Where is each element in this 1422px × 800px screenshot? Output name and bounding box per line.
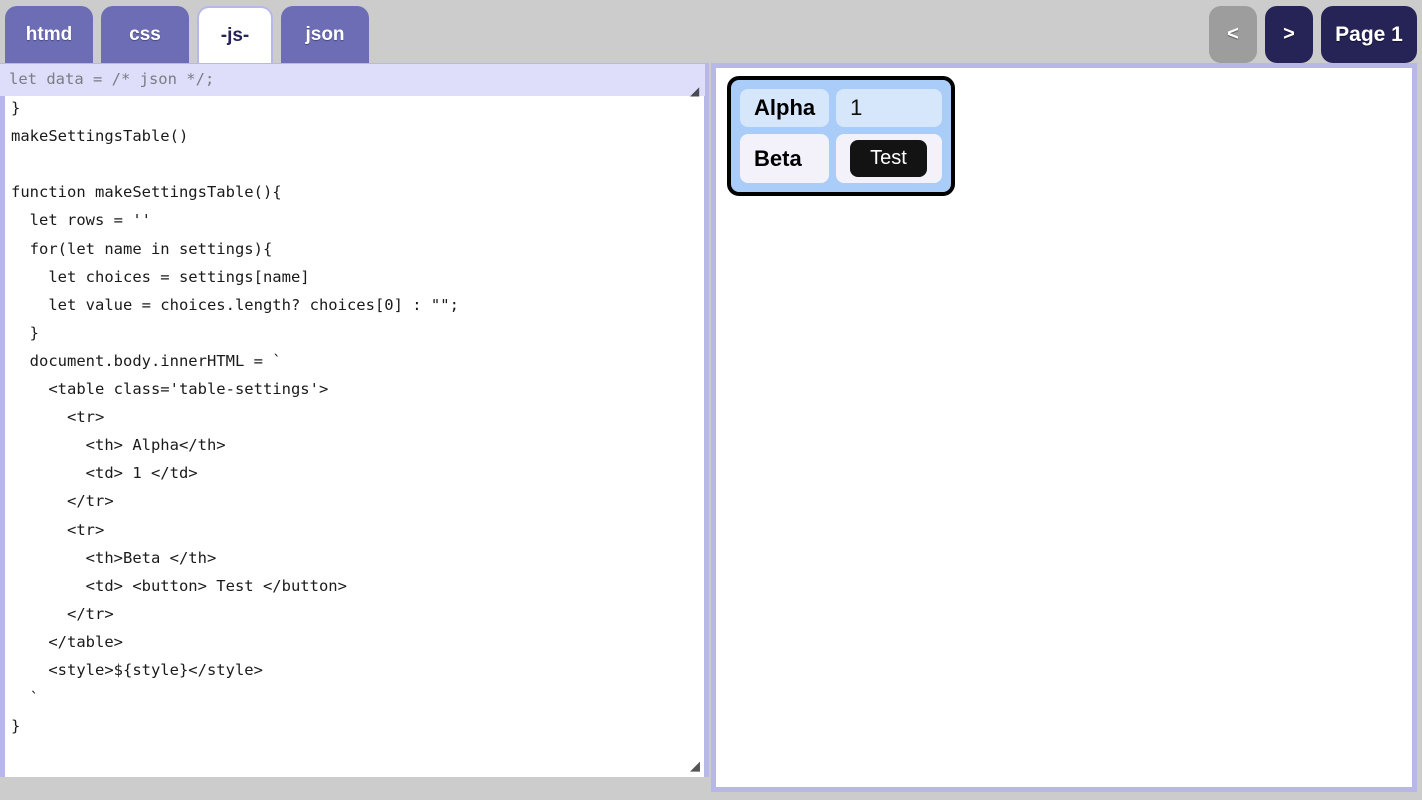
tab-css-label: css bbox=[129, 23, 161, 45]
code-editor-resize-grip[interactable]: ◢ bbox=[690, 759, 700, 774]
code-editor-text[interactable]: 'beta' : words('a b c d e') } makeSettin… bbox=[11, 71, 459, 736]
tab-json[interactable]: json bbox=[281, 6, 369, 63]
setting-value-alpha-text: 1 bbox=[850, 95, 863, 120]
tab-js-label: -js- bbox=[220, 24, 250, 46]
page-indicator-label: Page 1 bbox=[1335, 22, 1403, 46]
test-button[interactable]: Test bbox=[850, 140, 927, 177]
page-indicator-button[interactable]: Page 1 bbox=[1321, 6, 1417, 63]
table-row: Alpha 1 bbox=[740, 89, 943, 127]
table-row: Beta Test bbox=[740, 134, 943, 183]
tab-css[interactable]: css bbox=[101, 6, 189, 63]
tab-htmd[interactable]: htmd bbox=[5, 6, 93, 63]
code-editor-pane[interactable]: 'beta' : words('a b c d e') } makeSettin… bbox=[0, 63, 709, 777]
header-input-resize-grip[interactable]: ◢ bbox=[690, 84, 700, 98]
tab-json-label: json bbox=[305, 23, 345, 45]
chevron-right-icon: > bbox=[1283, 23, 1295, 45]
tab-js[interactable]: -js- bbox=[197, 6, 273, 63]
previous-page-button[interactable]: < bbox=[1209, 6, 1257, 63]
preview-pane: Alpha 1 Beta Test bbox=[711, 63, 1417, 792]
tab-htmd-label: htmd bbox=[25, 23, 73, 45]
setting-value-alpha: 1 bbox=[836, 89, 943, 127]
settings-table: Alpha 1 Beta Test bbox=[727, 76, 956, 196]
code-header-input[interactable] bbox=[0, 63, 705, 96]
chevron-left-icon: < bbox=[1227, 23, 1239, 45]
tab-bar: htmd css -js- json < > Page 1 bbox=[0, 0, 1422, 64]
setting-name-alpha: Alpha bbox=[740, 89, 830, 127]
setting-value-beta: Test bbox=[836, 134, 943, 183]
next-page-button[interactable]: > bbox=[1265, 6, 1313, 63]
setting-name-beta: Beta bbox=[740, 134, 830, 183]
